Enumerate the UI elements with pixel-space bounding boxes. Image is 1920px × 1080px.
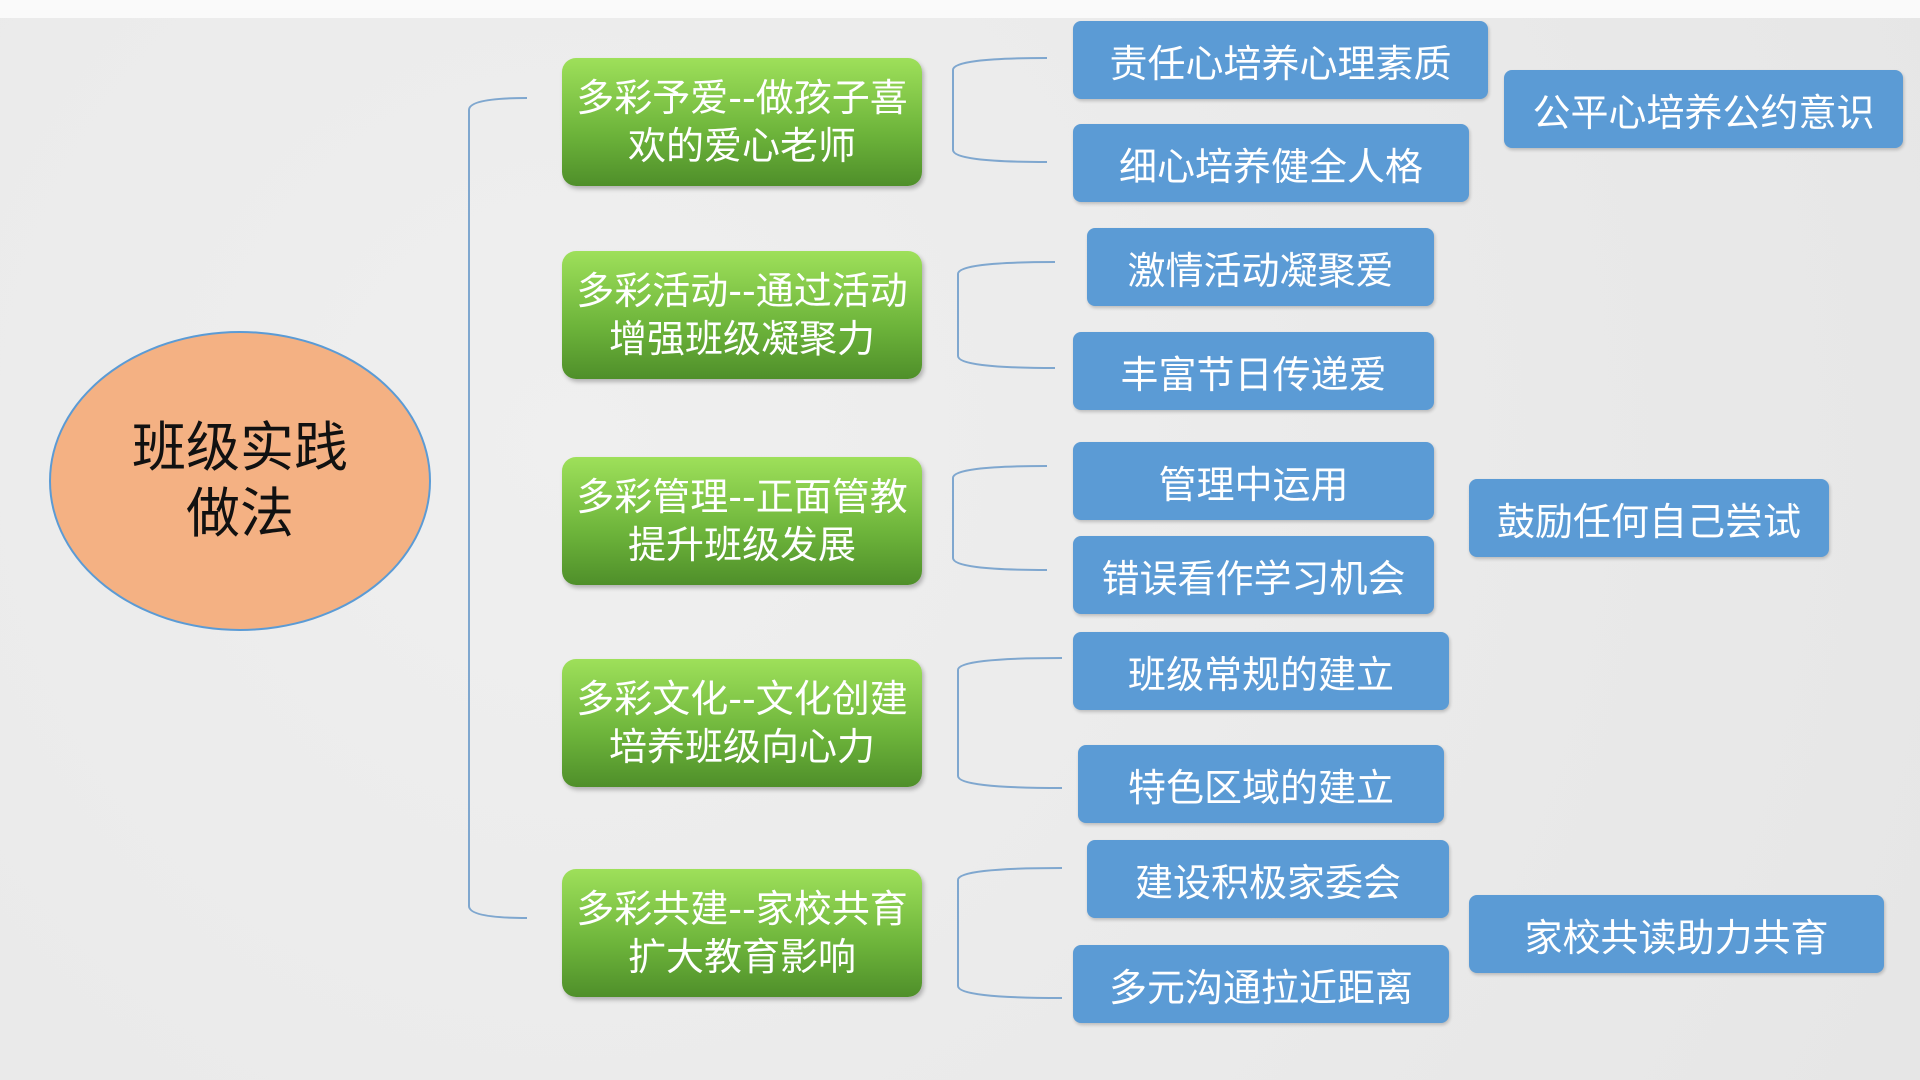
- leaf-node: 丰富节日传递爱: [1073, 332, 1434, 410]
- leaf-node: 特色区域的建立: [1078, 745, 1444, 823]
- side-note-2: 鼓励任何自己尝试: [1469, 479, 1829, 557]
- leaf-node: 错误看作学习机会: [1073, 536, 1434, 614]
- side-note-1: 公平心培养公约意识: [1504, 70, 1903, 148]
- root-node: 班级实践 做法: [49, 331, 431, 631]
- leaf-node: 细心培养健全人格: [1073, 124, 1469, 202]
- branch-node-3: 多彩管理--正面管教提升班级发展: [562, 457, 922, 585]
- branch-node-5: 多彩共建--家校共育扩大教育影响: [562, 869, 922, 997]
- bracket-5: [957, 867, 1063, 999]
- bracket-2: [957, 261, 1056, 369]
- leaf-node: 激情活动凝聚爱: [1087, 228, 1434, 306]
- top-band: [0, 0, 1920, 18]
- branch-node-1: 多彩予爱--做孩子喜欢的爱心老师: [562, 58, 922, 186]
- leaf-node: 管理中运用: [1073, 442, 1434, 520]
- root-line-2: 做法: [186, 482, 294, 545]
- leaf-node: 多元沟通拉近距离: [1073, 945, 1449, 1023]
- leaf-node: 建设积极家委会: [1087, 840, 1449, 918]
- bracket-3: [952, 465, 1048, 571]
- side-note-3: 家校共读助力共育: [1469, 895, 1884, 973]
- leaf-node: 责任心培养心理素质: [1073, 21, 1488, 99]
- bracket-4: [957, 657, 1063, 789]
- root-bracket: [468, 97, 528, 919]
- branch-node-4: 多彩文化--文化创建培养班级向心力: [562, 659, 922, 787]
- leaf-node: 班级常规的建立: [1073, 632, 1449, 710]
- branch-node-2: 多彩活动--通过活动增强班级凝聚力: [562, 251, 922, 379]
- root-line-1: 班级实践: [132, 416, 348, 479]
- bracket-1: [952, 57, 1048, 163]
